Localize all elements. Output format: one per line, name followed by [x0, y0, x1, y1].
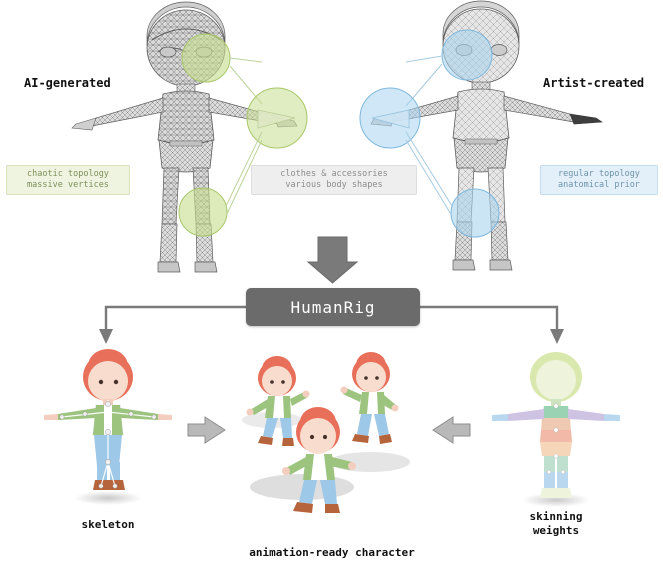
caption-skeleton: skeleton: [81, 518, 135, 531]
bottom-inward-arrows: [187, 416, 471, 444]
humanrig-box: HumanRig: [246, 288, 420, 326]
humanrig-branch-arrows: [99, 305, 564, 344]
arrow-down-to-humanrig: [306, 236, 359, 284]
label-ai-generated: AI-generated: [24, 76, 111, 90]
caption-animation-ready-character: animation-ready character: [249, 546, 415, 559]
zoom-callouts-blue: [359, 29, 500, 238]
zoom-callouts-green: [178, 33, 308, 237]
animation-ready-characters: [242, 352, 410, 513]
label-artist-created: Artist-created: [543, 76, 645, 90]
skinning-weights-character: [492, 352, 620, 507]
tag-regular-topology: regular topology anatomical prior: [540, 165, 658, 195]
tag-chaotic-topology: chaotic topology massive vertices: [6, 165, 130, 195]
skeleton-character: [44, 349, 172, 505]
tag-clothes-accessories: clothes & accessories various body shape…: [251, 165, 417, 195]
caption-skinning-weights: skinning weights: [529, 510, 583, 537]
